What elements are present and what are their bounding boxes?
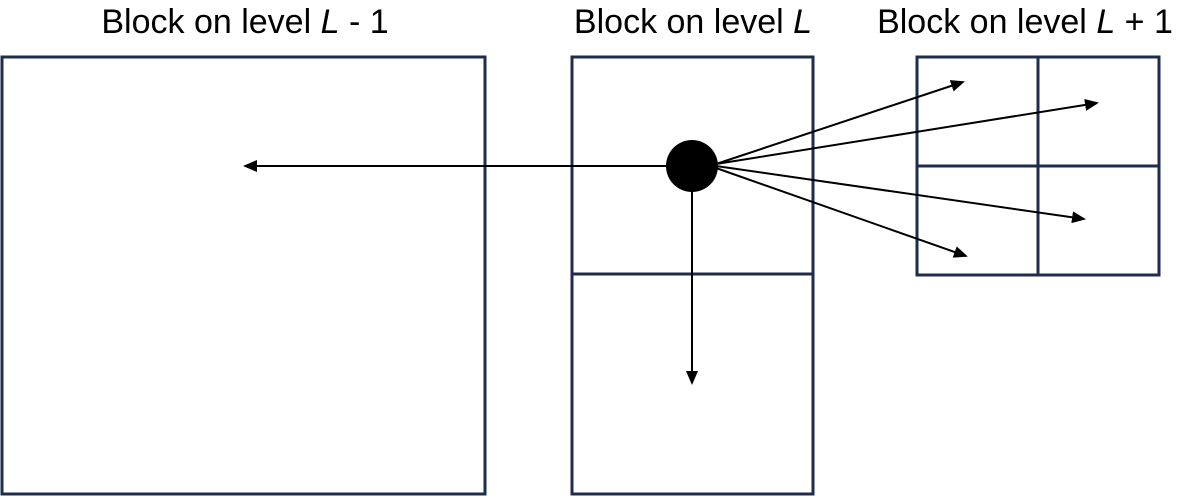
label-suffix: - 1 (339, 3, 389, 41)
source-node (666, 140, 718, 192)
label-suffix: + 1 (1115, 3, 1173, 41)
label-prefix: Block on level (573, 3, 794, 41)
arrow-to-level-l-plus-1-top-left (715, 80, 965, 165)
block-label-level-l-minus-1: Block on level L - 1 (40, 0, 450, 44)
arrow-to-level-l-plus-1-bottom-left (715, 167, 968, 258)
label-variable: L (793, 3, 813, 41)
arrow-to-level-l-plus-1-top-right (715, 98, 1099, 165)
block-label-level-l-plus-1: Block on level L + 1 (850, 0, 1200, 44)
label-prefix: Block on level (101, 3, 321, 41)
block-level-l-plus-1 (915, 55, 1161, 277)
label-variable: L (320, 3, 340, 41)
label-prefix: Block on level (877, 3, 1097, 41)
arrows (243, 80, 1099, 385)
label-variable: L (1096, 3, 1116, 41)
block-level-l-minus-1 (0, 55, 487, 496)
arrow-to-level-l-plus-1-bottom-right (715, 165, 1086, 224)
block-label-level-l: Block on level L (538, 0, 848, 44)
